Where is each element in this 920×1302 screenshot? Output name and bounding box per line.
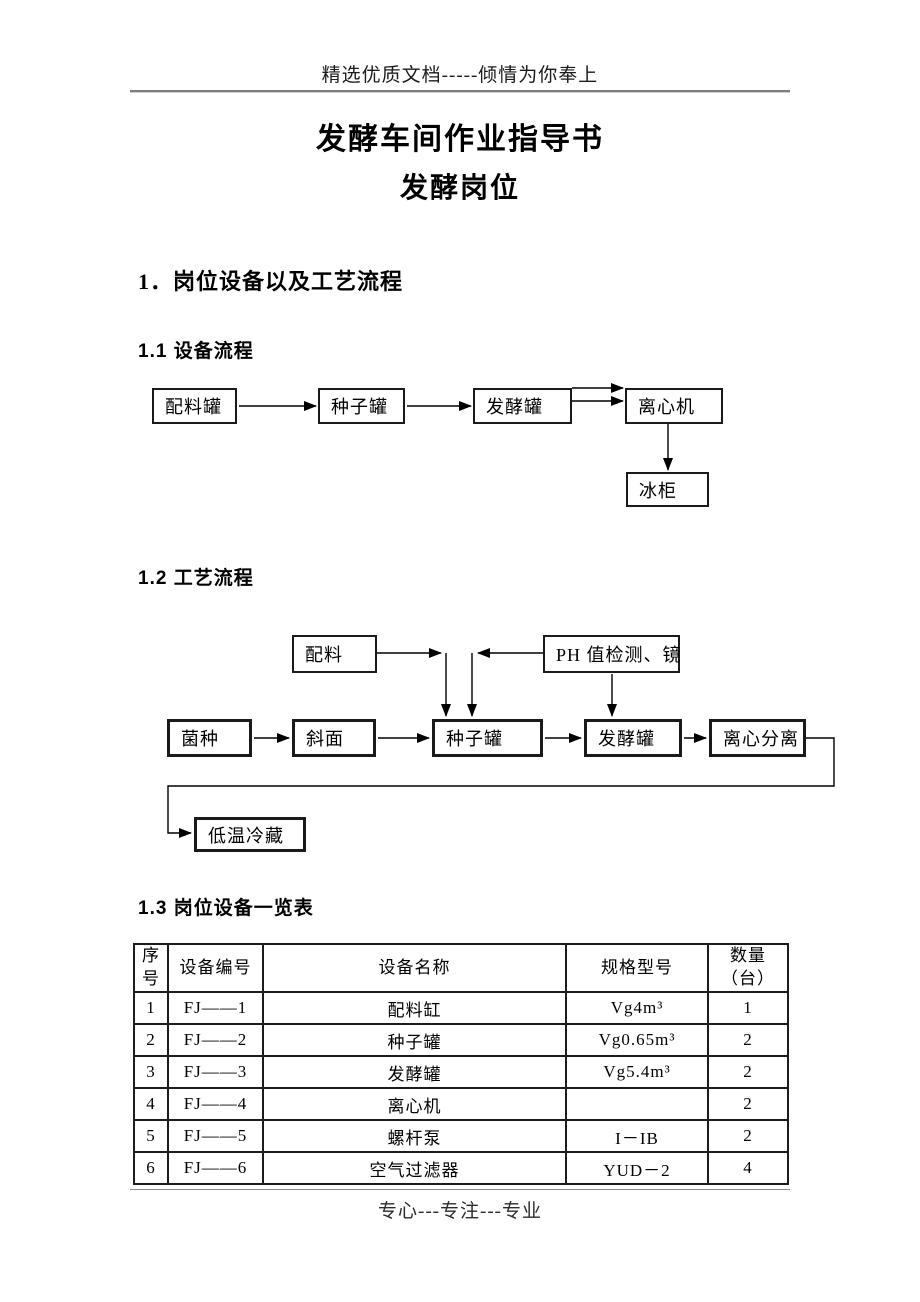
section-heading-1-2: 1.2 工艺流程 [138, 568, 254, 589]
document-subtitle: 发酵岗位 [399, 173, 520, 204]
col-header-index: 序 号 [133, 943, 169, 993]
cell-code: FJ——4 [167, 1087, 264, 1121]
cell-spec: Vg4m³ [565, 991, 709, 1025]
table-row: 4 FJ——4 离心机 2 [133, 1087, 789, 1121]
cell-spec [565, 1087, 709, 1121]
cell-spec: Vg0.65m³ [565, 1023, 709, 1057]
flow1-node-label: 离心机 [638, 397, 695, 417]
document-title: 发酵车间作业指导书 [316, 123, 604, 156]
section-heading-1-3: 1.3 岗位设备一览表 [138, 898, 314, 919]
col-header-name: 设备名称 [262, 943, 567, 993]
col-header-spec: 规格型号 [565, 943, 709, 993]
cell-qty: 2 [707, 1119, 789, 1153]
flow1-node-peiliao-tank: 配料罐 [152, 388, 237, 424]
flow2-node-fermenter: 发酵罐 [584, 719, 682, 757]
col-header-qty: 数量 （台） [707, 943, 789, 993]
table-row: 1 FJ——1 配料缸 Vg4m³ 1 [133, 991, 789, 1025]
section-heading-1-1: 1.1 设备流程 [138, 341, 254, 362]
flow2-node-label: PH 值检测、镜 [556, 645, 682, 665]
flow2-node-label: 种子罐 [446, 729, 503, 749]
cell-spec: YUD－2 [565, 1151, 709, 1185]
cell-qty: 2 [707, 1055, 789, 1089]
flow2-node-label: 菌种 [181, 729, 219, 749]
equipment-table: 序 号 设备编号 设备名称 规格型号 数量 （台） 1 FJ——1 配料缸 Vg… [133, 943, 789, 1185]
cell-code: FJ——5 [167, 1119, 264, 1153]
flow2-node-label: 离心分离 [723, 729, 799, 749]
flow2-node-cold-storage: 低温冷藏 [194, 817, 306, 852]
flow1-node-label: 配料罐 [165, 397, 222, 417]
flow1-node-fermenter: 发酵罐 [473, 388, 572, 424]
flow1-node-freezer: 冰柜 [626, 472, 709, 507]
flow1-node-label: 种子罐 [331, 397, 388, 417]
table-row: 2 FJ——2 种子罐 Vg0.65m³ 2 [133, 1023, 789, 1057]
page-footer-text: 专心---专注---专业 [378, 1201, 542, 1222]
flow1-node-seed-tank: 种子罐 [318, 388, 405, 424]
cell-name: 种子罐 [262, 1023, 567, 1057]
flow1-node-label: 冰柜 [639, 480, 677, 501]
cell-index: 1 [133, 991, 169, 1025]
table-header-row: 序 号 设备编号 设备名称 规格型号 数量 （台） [133, 943, 789, 993]
flow1-node-centrifuge: 离心机 [625, 388, 723, 424]
cell-name: 发酵罐 [262, 1055, 567, 1089]
header-divider [130, 90, 790, 92]
flow2-node-label: 斜面 [306, 729, 344, 749]
flow2-node-ph-check: PH 值检测、镜 [543, 635, 682, 673]
cell-index: 6 [133, 1151, 169, 1185]
cell-code: FJ——6 [167, 1151, 264, 1185]
table-row: 6 FJ——6 空气过滤器 YUD－2 4 [133, 1151, 789, 1185]
table-row: 5 FJ——5 螺杆泵 I－IB 2 [133, 1119, 789, 1153]
cell-qty: 4 [707, 1151, 789, 1185]
flow2-node-strain: 菌种 [167, 719, 252, 757]
flow1-node-label: 发酵罐 [486, 397, 543, 417]
cell-spec: Vg5.4m³ [565, 1055, 709, 1089]
flow2-node-label: 配料 [305, 645, 343, 665]
cell-index: 5 [133, 1119, 169, 1153]
cell-qty: 2 [707, 1023, 789, 1057]
flow2-node-label: 低温冷藏 [208, 825, 284, 846]
cell-code: FJ——1 [167, 991, 264, 1025]
cell-qty: 1 [707, 991, 789, 1025]
cell-code: FJ——2 [167, 1023, 264, 1057]
page-header-text: 精选优质文档-----倾情为你奉上 [321, 65, 599, 86]
section-heading-1: 1．岗位设备以及工艺流程 [138, 269, 404, 294]
table-row: 3 FJ——3 发酵罐 Vg5.4m³ 2 [133, 1055, 789, 1089]
flow2-node-label: 发酵罐 [598, 729, 655, 749]
cell-name: 螺杆泵 [262, 1119, 567, 1153]
cell-code: FJ——3 [167, 1055, 264, 1089]
flow2-node-seed-tank: 种子罐 [432, 719, 543, 757]
cell-name: 空气过滤器 [262, 1151, 567, 1185]
cell-index: 4 [133, 1087, 169, 1121]
cell-name: 配料缸 [262, 991, 567, 1025]
flow2-node-slant: 斜面 [292, 719, 376, 757]
flow2-node-ingredients: 配料 [292, 635, 377, 673]
cell-name: 离心机 [262, 1087, 567, 1121]
footer-divider [130, 1189, 790, 1190]
cell-qty: 2 [707, 1087, 789, 1121]
cell-index: 2 [133, 1023, 169, 1057]
flow2-node-centrifugal-separation: 离心分离 [709, 719, 806, 757]
cell-spec: I－IB [565, 1119, 709, 1153]
col-header-code: 设备编号 [167, 943, 264, 993]
cell-index: 3 [133, 1055, 169, 1089]
